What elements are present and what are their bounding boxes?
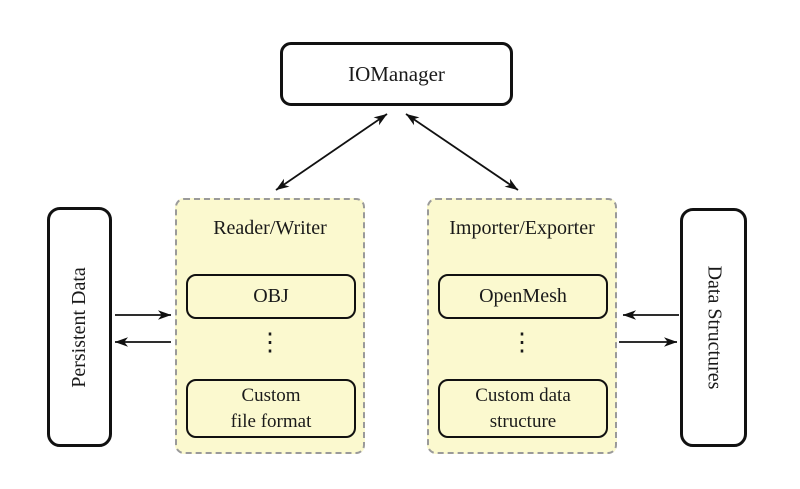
node-data-structures-label: Data Structures	[703, 265, 726, 390]
node-custom-file-format: Custom file format	[186, 379, 356, 438]
vertical-ellipsis-icon: ⋮	[509, 329, 535, 356]
node-custom-file-format-label: Custom file format	[230, 384, 312, 432]
node-obj: OBJ	[186, 274, 356, 319]
vertical-ellipsis-icon: ⋮	[257, 329, 283, 356]
node-custom-data-structure-label: Custom data structure	[475, 384, 571, 432]
node-persistent-data-label: Persistent Data	[68, 266, 90, 388]
node-custom-data-structure: Custom data structure	[438, 379, 608, 438]
node-obj-label: OBJ	[253, 285, 289, 307]
group-importer-exporter: Importer/Exporter OpenMesh ⋮ Custom data…	[427, 198, 617, 454]
node-data-structures: Data Structures	[680, 208, 747, 447]
node-openmesh-label: OpenMesh	[479, 285, 567, 307]
node-persistent-data: Persistent Data	[47, 207, 112, 447]
group-reader-writer-title: Reader/Writer	[213, 217, 327, 239]
arrow-iomanager-reader-writer	[275, 113, 388, 191]
node-openmesh: OpenMesh	[438, 274, 608, 319]
group-reader-writer: Reader/Writer OBJ ⋮ Custom file format	[175, 198, 365, 454]
arrow-iomanager-importer-exporter	[405, 113, 519, 191]
node-iomanager-label: IOManager	[348, 61, 445, 86]
node-iomanager: IOManager	[280, 42, 513, 106]
group-importer-exporter-title: Importer/Exporter	[449, 217, 595, 239]
